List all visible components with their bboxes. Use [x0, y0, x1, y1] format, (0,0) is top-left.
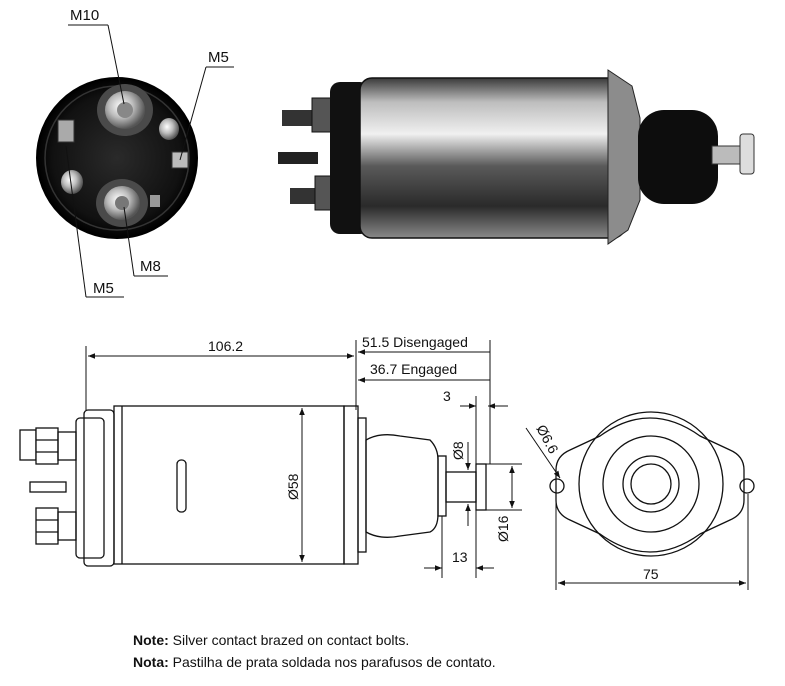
note-pt-text: Pastilha de prata soldada nos parafusos … [168, 654, 496, 670]
side-drawing [19, 405, 487, 567]
label-m8: M8 [140, 258, 161, 275]
dim-dia58: Ø58 [285, 473, 301, 500]
face-labels: M10 M5 M8 M5 [65, 7, 234, 298]
end-view-drawing [549, 411, 755, 557]
side-photo [278, 69, 755, 245]
note-en-label: Note: [133, 632, 169, 648]
dim-dia16: Ø16 [495, 515, 511, 542]
notes: Note: Silver contact brazed on contact b… [133, 629, 733, 673]
end-view-dimensions [525, 427, 749, 590]
note-pt-label: Nota: [133, 654, 169, 670]
dim-dia66: Ø6.6 [533, 422, 561, 456]
dim-seventyfive: 75 [643, 566, 659, 582]
dim-engaged: 36.7 Engaged [370, 361, 457, 377]
label-m10: M10 [70, 7, 99, 24]
note-portuguese: Nota: Pastilha de prata soldada nos para… [133, 651, 733, 673]
note-english: Note: Silver contact brazed on contact b… [133, 629, 733, 651]
end-face-photo [36, 77, 198, 239]
dim-thirteen: 13 [452, 549, 468, 565]
dim-disengaged: 51.5 Disengaged [362, 334, 468, 350]
side-dimensions [85, 340, 522, 578]
dim-three: 3 [443, 388, 451, 404]
end-view-dimension-text: Ø6.6 75 [533, 422, 658, 582]
note-en-text: Silver contact brazed on contact bolts. [168, 632, 410, 648]
side-dimension-text: 106.2 51.5 Disengaged 36.7 Engaged 3 Ø58… [208, 334, 511, 565]
dim-dia8: Ø8 [450, 441, 466, 460]
label-m5-top: M5 [208, 49, 229, 66]
dim-length: 106.2 [208, 338, 243, 354]
label-m5-bottom: M5 [93, 280, 114, 297]
